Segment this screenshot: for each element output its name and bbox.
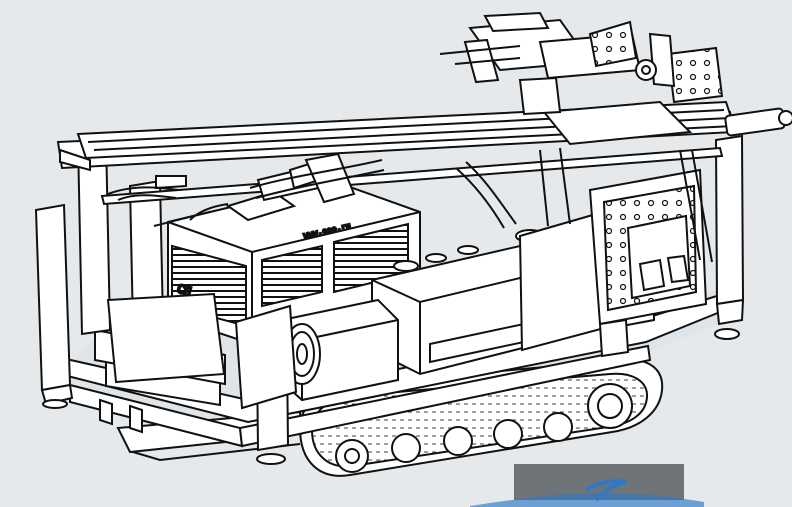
hose-reel (106, 292, 399, 410)
crawler-track (116, 358, 664, 477)
company-logo (470, 464, 704, 507)
pipes (107, 147, 713, 263)
logo-blue-wave (470, 493, 704, 507)
logo-swoosh (585, 479, 627, 502)
tank-assembly (371, 168, 708, 376)
mast (76, 11, 792, 160)
